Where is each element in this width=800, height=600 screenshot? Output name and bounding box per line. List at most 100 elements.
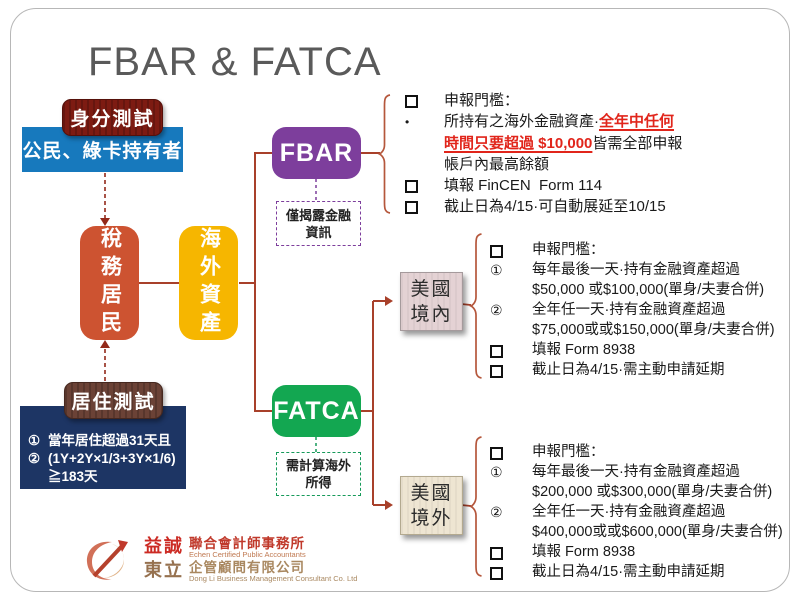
domestic-brace-icon	[469, 233, 482, 379]
fbar-detail-row: 填報 FinCEN Form 114	[400, 175, 792, 196]
fbar-note-line2: 資訊	[305, 224, 332, 240]
identity-test-box: 身分測試	[62, 99, 163, 136]
domestic-detail-row: 截止日為4/15·需主動申請延期	[485, 360, 797, 380]
domestic-item2: 每年最後一天·持有金融資產超過	[532, 262, 740, 278]
domestic-item5: $75,000或或$150,000(單身/夫妻合併)	[532, 322, 775, 338]
domestic-item1: 申報門檻：	[532, 242, 605, 258]
foreign-item2: 每年最後一天·持有金融資產超過	[532, 464, 740, 480]
firm-name-cn2: 聯合會計師事務所	[189, 536, 305, 551]
residence-rule-2: ② (1Y+2Y×1/3+3Y×1/6)	[28, 450, 180, 468]
foreign-detail-row: $400,000或或$600,000(單身/夫妻合併)	[485, 522, 797, 542]
residence-rule-1: ① 當年居住超過31天且	[28, 432, 180, 450]
rule2-marker: ②	[28, 451, 41, 466]
foreign-item6: 填報 Form 8938	[532, 544, 636, 560]
tax-resident-box: 稅務居民	[80, 226, 139, 340]
domestic-item3: $50,000 或$100,000(單身/夫妻合併)	[532, 282, 765, 298]
footer-logo-block: 益誠 聯合會計師事務所 Echen Certified Public Accou…	[82, 534, 357, 586]
foreign-item4: 全年任一天·持有金融資產超過	[532, 504, 726, 520]
page-title: FBAR & FATCA	[88, 40, 382, 84]
domestic-item4: 全年任一天·持有金融資產超過	[532, 302, 726, 318]
residence-test-label: 居住測試	[71, 392, 156, 413]
us-domestic-line2: 境內	[410, 303, 453, 325]
company-name-cn2: 企管顧問有限公司	[189, 560, 305, 575]
fbar-detail-row: • 所持有之海外金融資產·全年中任何	[400, 111, 792, 133]
fbar-detail-row: 截止日為4/15·可自動展延至10/15	[400, 196, 792, 217]
foreign-brace-icon	[469, 436, 482, 577]
foreign-item5: $400,000或或$600,000(單身/夫妻合併)	[532, 524, 783, 540]
checkbox-icon	[490, 546, 503, 560]
fatca-note-line1: 需計算海外	[285, 458, 351, 473]
foreign-detail-row: ② 全年任一天·持有金融資產超過	[485, 502, 797, 522]
rule2-text: (1Y+2Y×1/3+3Y×1/6)	[48, 451, 176, 466]
fbar-item2-red: 全年中任何	[599, 113, 675, 130]
foreign-detail-row: ① 每年最後一天·持有金融資產超過	[485, 462, 797, 482]
fbar-label: FBAR	[279, 138, 354, 167]
checkbox-icon	[490, 244, 503, 258]
assets-fbar-fatca-spine	[254, 152, 272, 412]
fbar-item3-red: 時間只要超過 $10,000	[444, 135, 593, 152]
checkbox-icon	[490, 344, 503, 358]
company-name-en: Dong Li Business Management Consultant C…	[189, 574, 358, 583]
residence-test-box: 居住測試	[64, 382, 163, 419]
foreign-detail-row: 填報 Form 8938	[485, 542, 797, 562]
domestic-detail-row: 申報門檻：	[485, 240, 797, 260]
foreign-detail-row: 截止日為4/15·需主動申請延期	[485, 562, 797, 582]
fbar-detail-row: 時間只要超過 $10,000皆需全部申報	[400, 133, 792, 154]
fbar-note-box: 僅揭露金融 資訊	[276, 201, 361, 246]
circled-2-icon: ②	[490, 504, 503, 520]
us-domestic-box: 美國 境內	[400, 272, 463, 331]
residence-rules-box: ① 當年居住超過31天且 ② (1Y+2Y×1/3+3Y×1/6) ≧183天	[20, 406, 186, 489]
us-foreign-line1: 美國	[410, 482, 453, 504]
foreign-item7: 截止日為4/15·需主動申請延期	[532, 564, 725, 580]
domestic-detail-row: $75,000或或$150,000(單身/夫妻合併)	[485, 320, 797, 340]
checkbox-icon	[490, 566, 503, 580]
domestic-item7: 截止日為4/15·需主動申請延期	[532, 362, 725, 378]
checkbox-icon	[405, 179, 418, 193]
domestic-item6: 填報 Form 8938	[532, 342, 636, 358]
bullet-icon: •	[405, 115, 410, 129]
us-domestic-line1: 美國	[410, 278, 453, 300]
domestic-arrowhead-icon	[385, 296, 393, 306]
domestic-detail-row: $50,000 或$100,000(單身/夫妻合併)	[485, 280, 797, 300]
fatca-note-line2: 所得	[305, 475, 332, 490]
fbar-item2-black: 所持有之海外金融資產·	[444, 113, 599, 130]
foreign-item1: 申報門檻：	[532, 444, 605, 460]
residence-rule-3: ≧183天	[28, 468, 180, 486]
foreign-arrowhead-icon	[385, 500, 393, 510]
company-name-cn: 東立	[144, 560, 184, 580]
checkbox-icon	[405, 200, 418, 214]
fbar-item5: 填報 FinCEN Form 114	[444, 177, 603, 194]
fbar-detail-row: 帳戶內最高餘額	[400, 154, 792, 175]
rule1-text: 當年居住超過31天且	[48, 433, 172, 448]
fbar-brace-icon	[377, 94, 391, 214]
domestic-detail-row: ① 每年最後一天·持有金融資產超過	[485, 260, 797, 280]
identity-arrowhead-icon	[100, 218, 110, 226]
fbar-item4: 帳戶內最高餘額	[444, 156, 550, 173]
domestic-detail-row: ② 全年任一天·持有金融資產超過	[485, 300, 797, 320]
foreign-item3: $200,000 或$300,000(單身/夫妻合併)	[532, 484, 773, 500]
fatca-box: FATCA	[272, 385, 361, 437]
fbar-item6: 截止日為4/15·可自動展延至10/15	[444, 198, 666, 215]
company-logo	[86, 540, 128, 580]
circled-1-icon: ①	[490, 262, 503, 278]
checkbox-icon	[405, 94, 418, 108]
firm-name-cn: 益誠	[144, 536, 184, 556]
firm-name-en: Echen Certified Public Accountants	[189, 550, 306, 559]
fatca-domestic-details-block: 申報門檻： ① 每年最後一天·持有金融資產超過 $50,000 或$100,00…	[485, 240, 797, 380]
fatca-note-box: 需計算海外 所得	[276, 452, 361, 496]
us-foreign-line2: 境外	[410, 507, 453, 529]
residence-arrowhead-icon	[100, 340, 110, 348]
us-foreign-box: 美國 境外	[400, 476, 463, 535]
overseas-assets-box: 海外資產	[179, 226, 238, 340]
rule1-marker: ①	[28, 433, 41, 448]
citizen-label: 公民、綠卡持有者	[22, 141, 183, 162]
fatca-label: FATCA	[273, 396, 360, 425]
circled-2-icon: ②	[490, 302, 503, 318]
overseas-assets-label: 海外資產	[197, 227, 221, 339]
domestic-detail-row: 填報 Form 8938	[485, 340, 797, 360]
fbar-item1: 申報門檻：	[444, 92, 520, 109]
fbar-box: FBAR	[272, 127, 361, 179]
fbar-item3-black: 皆需全部申報	[592, 135, 683, 152]
